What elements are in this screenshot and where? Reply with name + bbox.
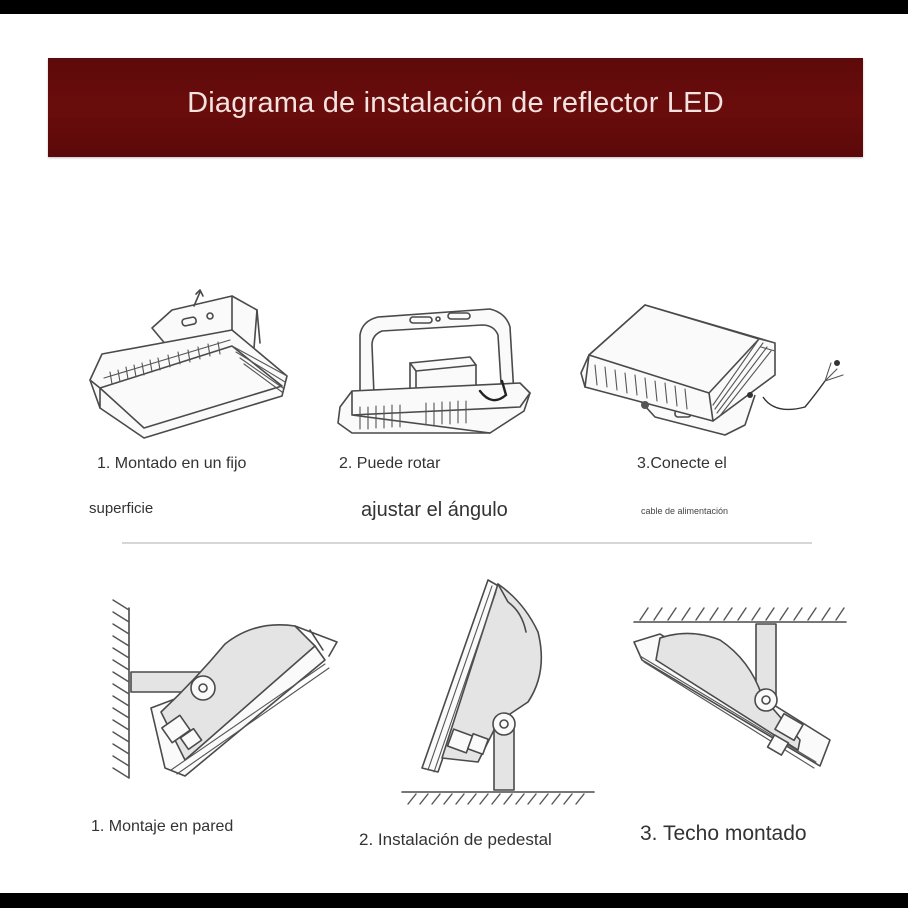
step-1-caption-line2: superficie bbox=[89, 500, 154, 517]
bottom-black-bar bbox=[0, 893, 908, 908]
surface-mount-illustration bbox=[82, 288, 312, 448]
wall-mount-caption: 1. Montaje en pared bbox=[91, 818, 234, 835]
pedestal-mount-illustration bbox=[398, 572, 598, 805]
step-2-caption-line1: 2. Puede rotar bbox=[339, 455, 441, 472]
pedestal-mount-caption: 2. Instalación de pedestal bbox=[359, 830, 552, 849]
section-divider bbox=[122, 542, 812, 544]
step-3-caption-line1: 3.Conecte el bbox=[637, 455, 727, 472]
page-title: Diagrama de instalación de reflector LED bbox=[187, 87, 724, 119]
header-banner: Diagrama de instalación de reflector LED bbox=[48, 58, 863, 157]
step-3-caption-line2: cable de alimentación bbox=[641, 506, 729, 516]
top-black-bar bbox=[0, 0, 908, 14]
step-1-caption-line1: 1. Montado en un fijo bbox=[97, 455, 247, 472]
power-cable-illustration bbox=[575, 295, 855, 445]
rotate-angle-illustration bbox=[330, 295, 540, 445]
step-2-caption-line2: ajustar el ángulo bbox=[361, 499, 508, 521]
ceiling-mount-illustration bbox=[630, 600, 850, 780]
wall-mount-illustration bbox=[105, 599, 345, 785]
ceiling-mount-caption: 3. Techo montado bbox=[640, 822, 807, 845]
